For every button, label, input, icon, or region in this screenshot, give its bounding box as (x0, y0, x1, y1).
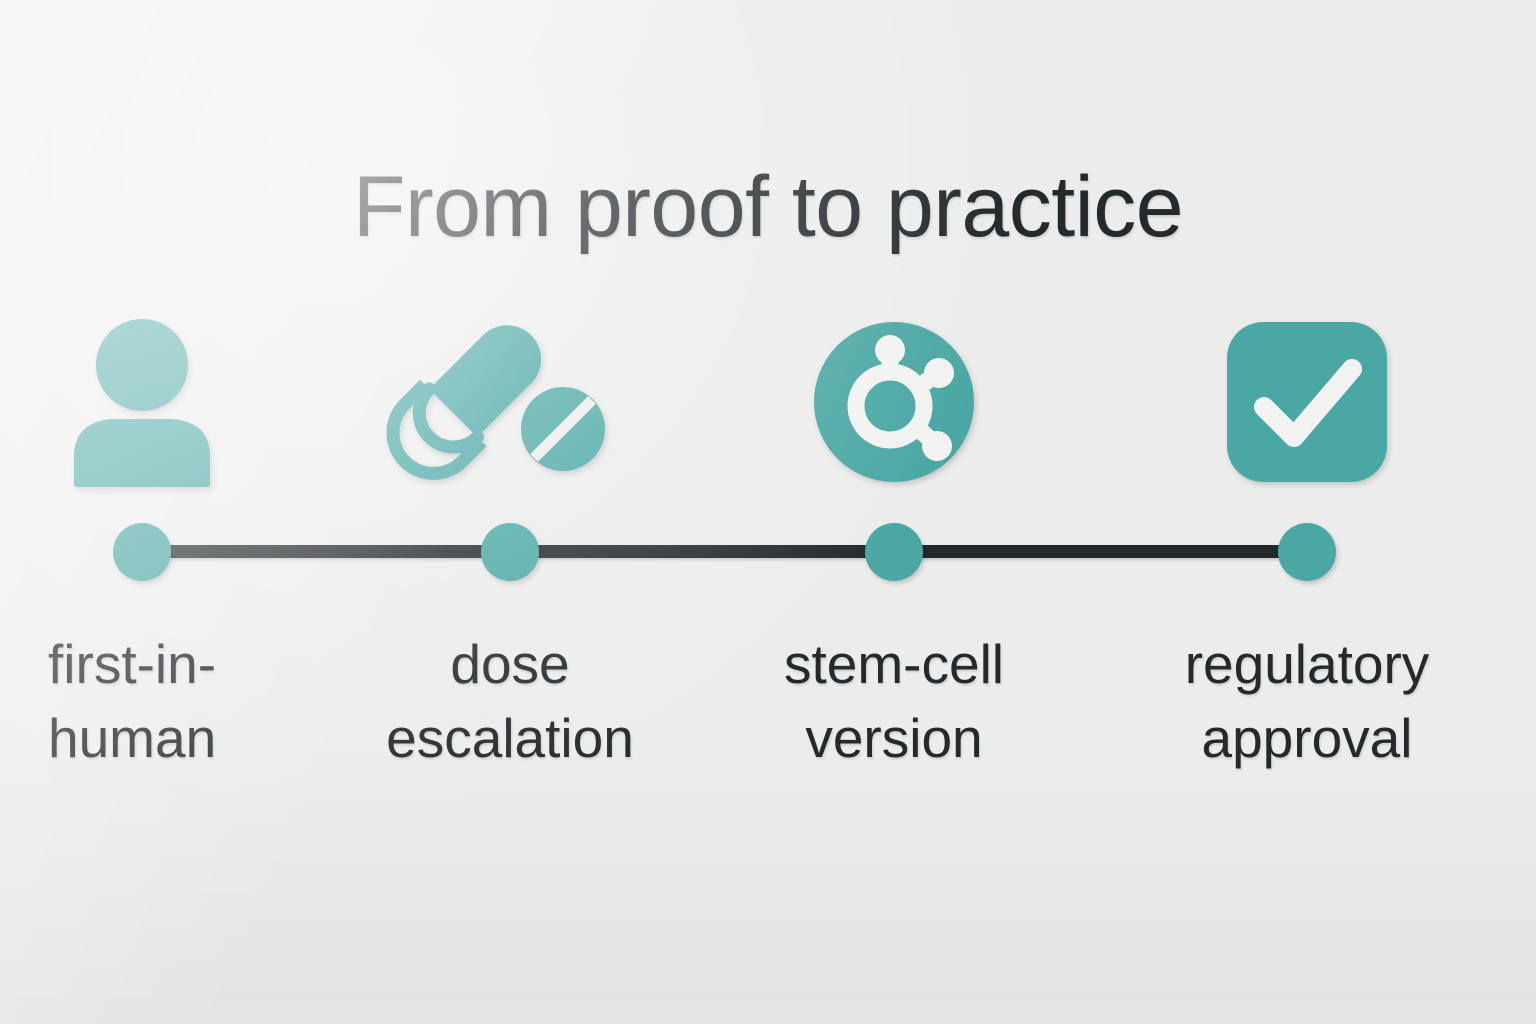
step-label-dose-escalation: dose escalation (386, 633, 634, 769)
step-label-first-in-human: first-in- human (48, 633, 217, 769)
step-label-regulatory-approval: regulatory approval (1184, 633, 1430, 769)
step-label-stem-cell-version: stem-cell version (783, 633, 1005, 769)
timeline-track (142, 545, 1307, 558)
person-icon (37, 312, 247, 492)
page-title: From proof to practice (352, 158, 1184, 255)
check-square-icon (1202, 312, 1412, 492)
stem-cell-icon (789, 312, 999, 492)
timeline-node-first-in-human[interactable] (113, 523, 171, 581)
timeline-node-regulatory-approval[interactable] (1278, 523, 1336, 581)
timeline-node-dose-escalation[interactable] (481, 523, 539, 581)
timeline-node-stem-cell-version[interactable] (865, 523, 923, 581)
pills-icon (386, 312, 615, 492)
